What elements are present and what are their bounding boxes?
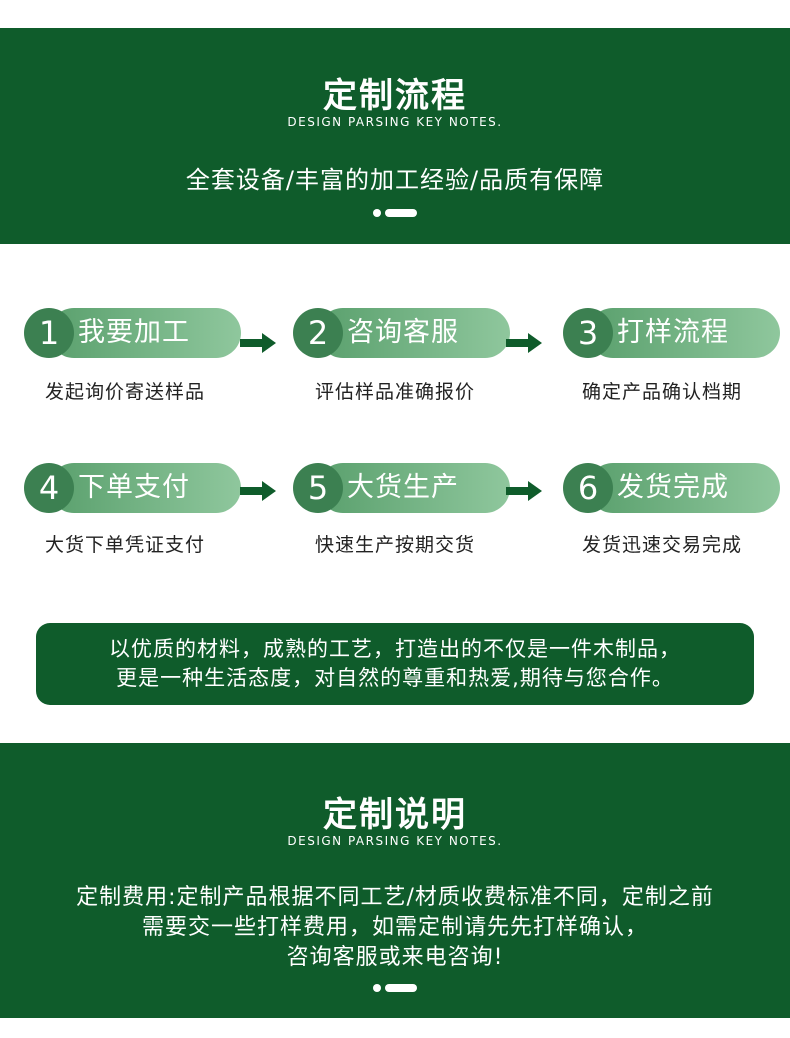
process-subtitle: DESIGN PARSING KEY NOTES. [287, 115, 503, 129]
step-description: 发货迅速交易完成 [581, 534, 742, 556]
notes-line-3: 咨询客服或来电咨询! [286, 945, 504, 970]
step-number: 5 [293, 463, 343, 513]
step-label: 大货生产 [347, 472, 459, 503]
step-pill [49, 463, 241, 513]
step-5: 5 大货生产 快速生产按期交货 [293, 463, 525, 563]
step-label: 咨询客服 [347, 317, 459, 348]
notes-title: 定制说明 [323, 795, 467, 835]
arrow-right-icon [506, 481, 542, 501]
step-pill [588, 463, 780, 513]
step-pill [318, 308, 510, 358]
bar-indicator [385, 209, 417, 217]
quote-line-2: 更是一种生活态度，对自然的尊重和热爱,期待与您合作。 [116, 666, 674, 690]
step-pill [588, 308, 780, 358]
quote-line-1: 以优质的材料，成熟的工艺，打造出的不仅是一件木制品， [109, 637, 681, 661]
process-tagline: 全套设备/丰富的加工经验/品质有保障 [185, 166, 605, 194]
step-label: 打样流程 [617, 317, 729, 348]
step-description: 评估样品准确报价 [314, 381, 475, 403]
step-description: 确定产品确认档期 [581, 381, 742, 403]
step-pill [49, 308, 241, 358]
arrow-right-icon [240, 481, 276, 501]
step-number: 2 [293, 308, 343, 358]
quote-box: 以优质的材料，成熟的工艺，打造出的不仅是一件木制品， 更是一种生活态度，对自然的… [36, 623, 754, 705]
dot-indicator [373, 209, 381, 217]
step-number: 6 [563, 463, 613, 513]
step-2: 2 咨询客服 评估样品准确报价 [293, 308, 525, 408]
bar-indicator [385, 984, 417, 992]
arrow-right-icon [240, 333, 276, 353]
step-description: 发起询价寄送样品 [44, 381, 205, 403]
notes-line-1: 定制费用:定制产品根据不同工艺/材质收费标准不同，定制之前 [76, 885, 714, 910]
step-description: 大货下单凭证支付 [44, 534, 205, 556]
arrow-right-icon [506, 333, 542, 353]
step-description: 快速生产按期交货 [314, 534, 475, 556]
step-label: 我要加工 [78, 317, 190, 348]
step-number: 1 [24, 308, 74, 358]
notes-line-2: 需要交一些打样费用，如需定制请先先打样确认， [141, 915, 648, 940]
pagination-dots [365, 208, 425, 218]
step-label: 发货完成 [617, 472, 729, 503]
process-title: 定制流程 [323, 76, 467, 116]
pagination-dots [365, 983, 425, 993]
dot-indicator [373, 984, 381, 992]
notes-subtitle: DESIGN PARSING KEY NOTES. [287, 834, 503, 848]
step-pill [318, 463, 510, 513]
step-4: 4 下单支付 大货下单凭证支付 [24, 463, 256, 563]
notes-banner: 定制说明 DESIGN PARSING KEY NOTES. 定制费用:定制产品… [0, 743, 790, 1018]
step-3: 3 打样流程 确定产品确认档期 [563, 308, 790, 408]
step-number: 4 [24, 463, 74, 513]
process-banner: 定制流程 DESIGN PARSING KEY NOTES. 全套设备/丰富的加… [0, 28, 790, 244]
step-label: 下单支付 [78, 472, 190, 503]
step-6: 6 发货完成 发货迅速交易完成 [563, 463, 790, 563]
step-number: 3 [563, 308, 613, 358]
step-1: 1 我要加工 发起询价寄送样品 [24, 308, 256, 408]
